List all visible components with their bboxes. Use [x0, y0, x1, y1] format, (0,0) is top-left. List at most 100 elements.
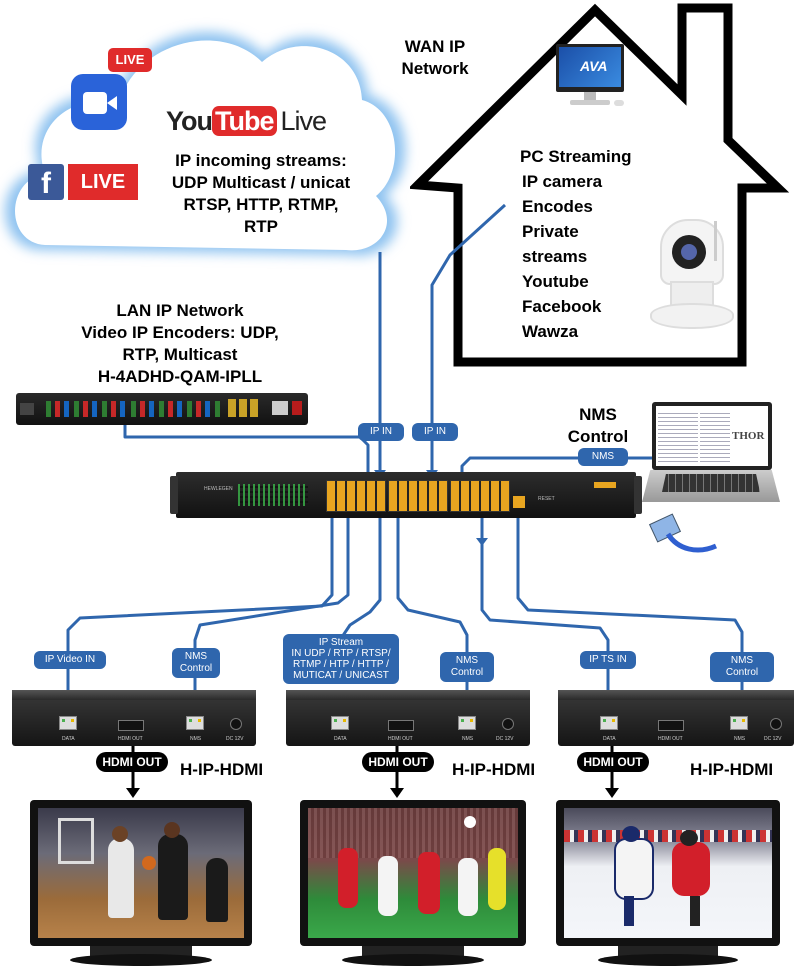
ip-video-in-pill: IP Video IN — [34, 651, 106, 669]
hdmi-out-pill-3: HDMI OUT — [577, 752, 649, 772]
cloud-text: IP incoming streams: UDP Multicast / uni… — [146, 150, 376, 238]
lan-ip-network-label: LAN IP Network Video IP Encoders: UDP, R… — [30, 300, 330, 388]
house-line-2: IP camera — [522, 172, 603, 191]
wan-line-1: WAN IP — [404, 37, 466, 56]
data-port-3 — [600, 716, 618, 730]
tv-soccer — [300, 800, 526, 968]
nms-control-pill-1-b: Control — [179, 663, 213, 674]
nms-control-pill-1: NMS Control — [172, 648, 220, 678]
tv-screen-hockey — [564, 808, 772, 938]
switch-ports-1 — [326, 480, 386, 512]
tv-hockey — [556, 800, 780, 968]
ip-ts-in-pill: IP TS IN — [580, 651, 636, 669]
ip-stream-line-4: MUTICAT / UNICAST — [293, 670, 389, 681]
nms-control-pill-2-a: NMS — [455, 655, 479, 666]
ip-stream-line-2: IN UDP / RTP / RTSP/ — [291, 648, 391, 659]
nms-control-pill-2: NMS Control — [440, 652, 494, 682]
hdmi-port-1-label: HDMI OUT — [118, 736, 143, 742]
nms-pill: NMS — [578, 448, 628, 466]
switch-reset-label: RESET — [538, 496, 555, 502]
cloud-line-4: RTP — [244, 217, 278, 236]
lan-line-4: H-4ADHD-QAM-IPLL — [97, 367, 263, 386]
ip-camera-image — [646, 215, 734, 330]
data-port-3-label: DATA — [603, 736, 616, 742]
data-port-2-label: DATA — [334, 736, 347, 742]
switch-led-panel — [238, 484, 308, 506]
receiver-device-1: DATA HDMI OUT NMS DC 12V — [12, 690, 256, 746]
monitor-logo: AVA — [580, 58, 608, 74]
wan-line-2: Network — [401, 59, 469, 78]
camera-app-icon — [71, 68, 129, 130]
nms-port-1-label: NMS — [190, 736, 202, 742]
nms-control-pill-2-b: Control — [450, 667, 484, 678]
ip-in-pill-2: IP IN — [412, 423, 458, 441]
nms-port-2-label: NMS — [462, 736, 474, 742]
cloud-line-2: UDP Multicast / unicat — [171, 173, 351, 192]
facebook-icon: f — [28, 164, 64, 200]
dc-port-1-label: DC 12V — [226, 736, 244, 742]
dc-port-2 — [502, 718, 514, 730]
ip-stream-line-3: RTMP / HTP / HTTP / — [293, 659, 389, 670]
data-port-1 — [59, 716, 77, 730]
lan-line-3: RTP, Multicast — [122, 345, 238, 364]
nms-control-pill-3-a: NMS — [730, 655, 754, 666]
cloud-line-1: IP incoming streams: — [175, 151, 347, 170]
video-ip-encoder-device — [16, 393, 308, 425]
nms-port-2 — [458, 716, 476, 730]
dc-port-3 — [770, 718, 782, 730]
nms-port-3-label: NMS — [734, 736, 746, 742]
switch-ports-3 — [450, 480, 510, 512]
hdmi-port-2-label: HDMI OUT — [388, 736, 413, 742]
tv-basketball — [30, 800, 252, 968]
switch-brand: HEWLEGEN — [204, 486, 233, 492]
youtube-live-text: Live — [280, 106, 328, 136]
data-port-2 — [331, 716, 349, 730]
hdmi-out-pill-1: HDMI OUT — [96, 752, 168, 772]
house-line-1: PC Streaming — [520, 147, 632, 166]
nms-control-pill-1-a: NMS — [184, 651, 208, 662]
tv-screen-basketball — [38, 808, 244, 938]
ip-stream-line-1: IP Stream — [318, 637, 364, 648]
network-switch: HEWLEGEN RESET — [170, 472, 642, 518]
receiver-model-1: H-IP-HDMI — [180, 760, 264, 779]
lan-line-1: LAN IP Network — [116, 301, 244, 320]
cloud-line-3: RTSP, HTTP, RTMP, — [183, 195, 339, 214]
house-line-4: Private — [522, 222, 579, 241]
dc-port-2-label: DC 12V — [496, 736, 514, 742]
switch-ports-2 — [388, 480, 448, 512]
house-line-8: Wawza — [522, 322, 579, 341]
receiver-model-2: H-IP-HDMI — [452, 760, 536, 779]
house-text: PC Streaming IP camera Encodes Private s… — [520, 144, 632, 344]
nms-port-3 — [730, 716, 748, 730]
desktop-monitor: AVA — [556, 44, 626, 114]
dc-port-1 — [230, 718, 242, 730]
data-port-1-label: DATA — [62, 736, 75, 742]
dc-port-3-label: DC 12V — [764, 736, 782, 742]
nms-control-pill-3-b: Control — [725, 667, 759, 678]
laptop-image: THOR — [642, 402, 780, 510]
hdmi-port-1 — [118, 720, 144, 731]
hdmi-port-3-label: HDMI OUT — [658, 736, 683, 742]
receiver-device-3: DATA HDMI OUT NMS DC 12V — [558, 690, 794, 746]
wan-ip-network-label: WAN IP Network — [380, 36, 490, 80]
ip-stream-pill: IP Stream IN UDP / RTP / RTSP/ RTMP / HT… — [283, 634, 399, 684]
nms-line-1: NMS — [579, 405, 617, 424]
nms-control-pill-3: NMS Control — [710, 652, 774, 682]
hdmi-port-3 — [658, 720, 684, 731]
house-line-7: Facebook — [522, 297, 602, 316]
house-line-5: streams — [522, 247, 588, 266]
receiver-model-3: H-IP-HDMI — [690, 760, 774, 779]
receiver-device-2: DATA HDMI OUT NMS DC 12V — [286, 690, 530, 746]
youtube-you-text: You — [166, 106, 213, 136]
tv-screen-soccer — [308, 808, 518, 938]
nms-control-label: NMS Control — [554, 404, 642, 448]
lan-line-2: Video IP Encoders: UDP, — [81, 323, 279, 342]
ip-in-pill-1: IP IN — [358, 423, 404, 441]
house-line-6: Youtube — [522, 272, 589, 291]
live-badge-camera: LIVE — [108, 48, 152, 72]
switch-console-port — [513, 496, 525, 508]
hdmi-out-pill-2: HDMI OUT — [362, 752, 434, 772]
network-cable-image — [648, 513, 718, 556]
video-camera-icon — [83, 92, 107, 114]
